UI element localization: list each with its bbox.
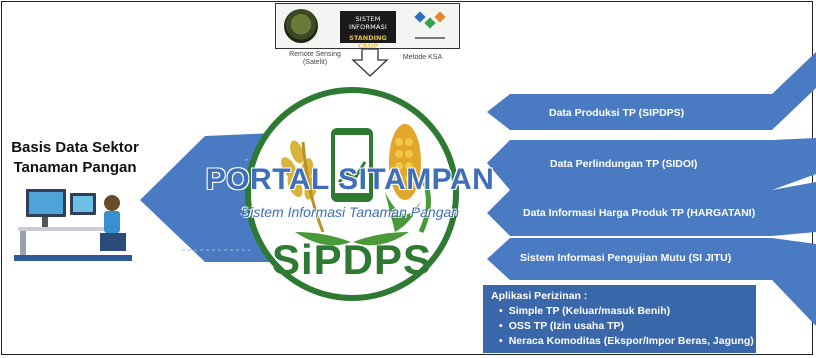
basis-data-title: Basis Data Sektor Tanaman Pangan xyxy=(11,139,139,176)
workstation-illustration xyxy=(12,183,134,263)
arrow-shape-4 xyxy=(487,238,816,326)
perizinan-box: Aplikasi Perizinan : Simple TP (Keluar/m… xyxy=(483,285,756,353)
list-item: Neraca Komoditas (Ekspor/Impor Beras, Ja… xyxy=(499,334,756,349)
down-arrow xyxy=(351,48,389,77)
perizinan-list: Simple TP (Keluar/masuk Benih) OSS TP (I… xyxy=(491,304,756,349)
remote-sensing-label: Remote Sensing (Satelit) xyxy=(289,51,341,66)
portal-subtitle: Sistem Informasi Tanaman Pangan xyxy=(240,204,460,220)
list-item: OSS TP (Izin usaha TP) xyxy=(499,319,756,334)
arrow-shape-2 xyxy=(487,138,816,190)
arrow-label-sidoi: Data Perlindungan TP (SIDOI) xyxy=(550,158,698,170)
sipdps-brand: SiPDPS xyxy=(271,236,433,283)
arrow-shape-1 xyxy=(487,52,816,130)
arrow-label-hargatani: Data Informasi Harga Produk TP (HARGATAN… xyxy=(523,207,756,219)
arrow-shape-3 xyxy=(487,182,816,236)
arrow-label-sipdps: Data Produksi TP (SIPDPS) xyxy=(549,107,685,119)
perizinan-title: Aplikasi Perizinan : xyxy=(491,290,588,302)
sipdps-emblem xyxy=(245,87,459,301)
standing-crop-logo: SISTEM INFORMASI STANDING CROP xyxy=(340,11,396,50)
portal-title: PORTAL SITAMPAN xyxy=(205,163,495,196)
arrow-label-sijitu: Sistem Informasi Pengujian Mutu (SI JITU… xyxy=(520,252,732,264)
remote-sensing-logo xyxy=(284,9,318,43)
bps-logo xyxy=(414,11,446,39)
ksa-label: Metode KSA xyxy=(402,54,443,61)
standing-crop-line2: STANDING CROP xyxy=(349,34,387,50)
list-item: Simple TP (Keluar/masuk Benih) xyxy=(499,304,756,319)
standing-crop-line1: SISTEM INFORMASI xyxy=(348,15,388,31)
